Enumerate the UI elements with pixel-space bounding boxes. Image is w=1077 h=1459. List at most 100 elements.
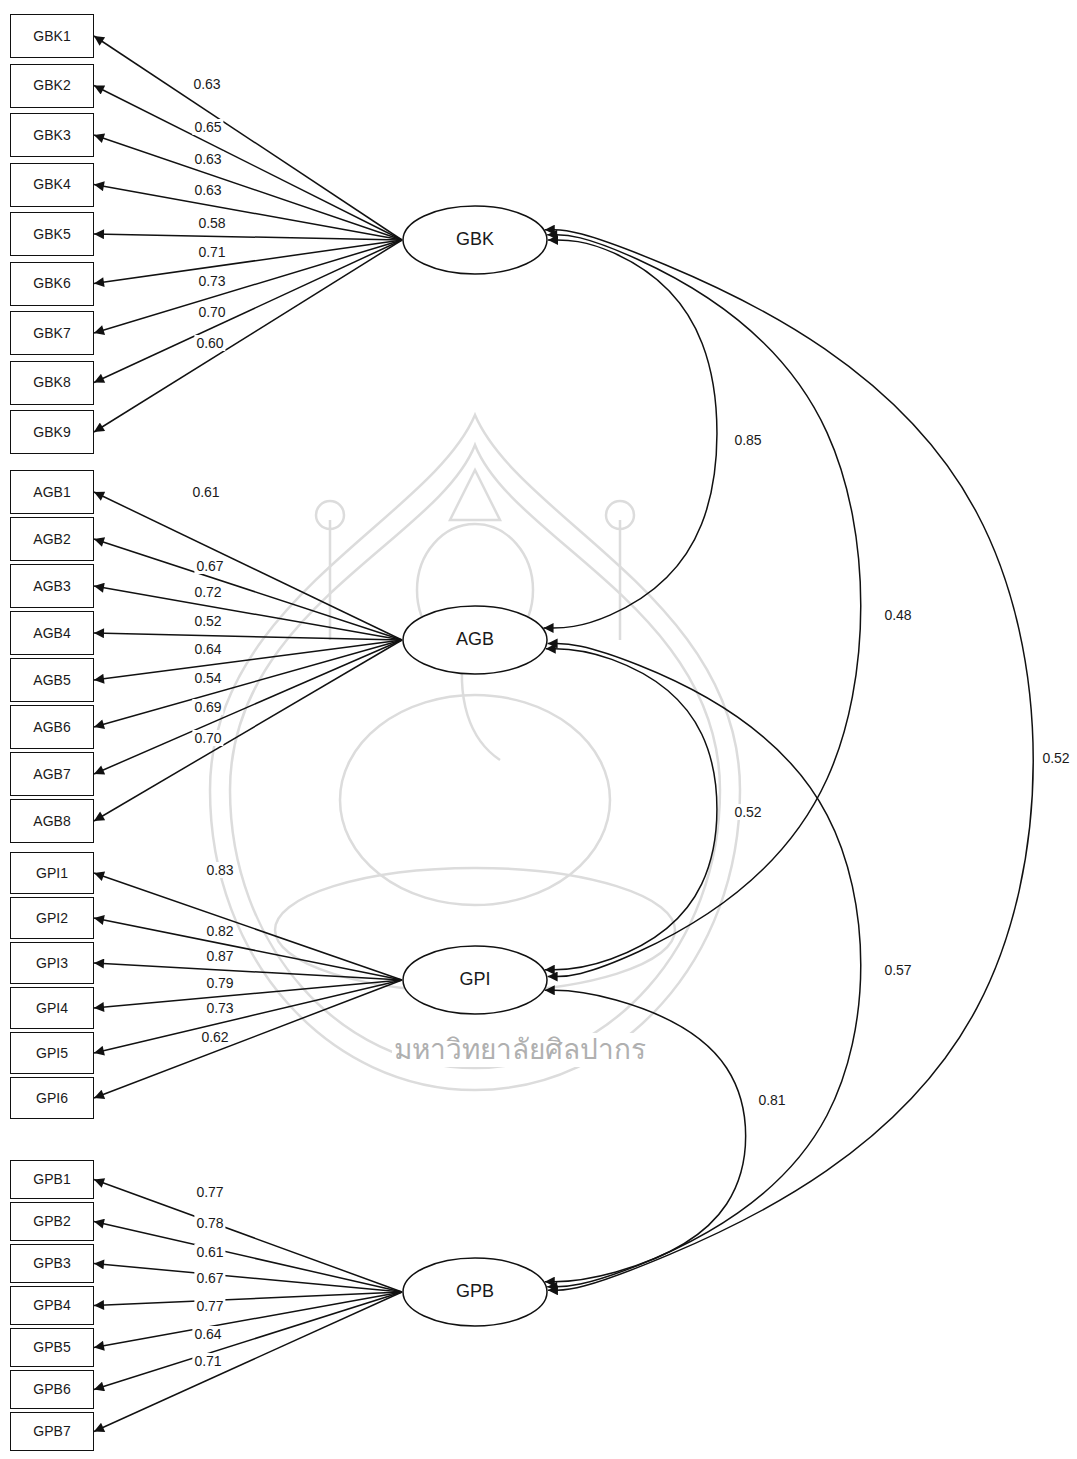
loading-arrow	[94, 640, 402, 774]
loading-arrow	[94, 240, 402, 383]
indicator-box: AGB1	[10, 470, 94, 514]
indicator-box: GBK2	[10, 64, 94, 108]
node-text: GBK1	[33, 28, 70, 45]
loading-value: 0.69	[192, 699, 223, 715]
indicator-box: GPB3	[10, 1244, 94, 1283]
teardrop-outline	[210, 415, 740, 1090]
loading-value: 0.72	[192, 584, 223, 600]
loading-value: 0.79	[204, 975, 235, 991]
node-text: GPB	[456, 1281, 494, 1303]
node-text: GPI1	[36, 865, 68, 882]
loading-value: 0.77	[194, 1184, 225, 1200]
indicator-box: GBK8	[10, 361, 94, 405]
loading-value: 0.54	[192, 670, 223, 686]
ellipse-shape	[403, 206, 547, 274]
loading-value: 0.67	[194, 1270, 225, 1286]
loading-value: 0.82	[204, 923, 235, 939]
indicator-box: GBK5	[10, 212, 94, 256]
correlation-value: 0.85	[732, 432, 763, 448]
indicator-box: GPB5	[10, 1328, 94, 1367]
loading-value: 0.78	[194, 1215, 225, 1231]
node-text: GPI5	[36, 1045, 68, 1062]
node-text: GPI	[459, 969, 490, 991]
loading-arrow	[94, 980, 402, 1098]
loading-arrow	[94, 918, 402, 980]
loading-value: 0.64	[192, 641, 223, 657]
indicator-box: GPI5	[10, 1032, 94, 1074]
correlation-value: 0.81	[756, 1092, 787, 1108]
latent-ellipse: GPI	[402, 945, 548, 1015]
loading-arrow	[94, 492, 402, 640]
node-text: AGB6	[33, 719, 70, 736]
indicator-box: AGB4	[10, 611, 94, 655]
node-text: GBK7	[33, 325, 70, 342]
loading-arrow	[94, 240, 402, 333]
loading-arrow	[94, 539, 402, 640]
correlation-arc	[545, 230, 1033, 1291]
ellipse-shape	[403, 1258, 547, 1326]
loading-arrow	[94, 36, 402, 240]
indicator-box: GPB2	[10, 1202, 94, 1241]
loading-arrow	[94, 640, 402, 727]
loading-value: 0.62	[199, 1029, 230, 1045]
correlation-arc	[547, 235, 861, 977]
indicator-box: AGB2	[10, 517, 94, 561]
loading-value: 0.70	[192, 730, 223, 746]
latent-ellipse: GBK	[402, 205, 548, 275]
loading-value: 0.64	[192, 1326, 223, 1342]
loading-arrow	[94, 240, 402, 432]
indicator-box: GBK3	[10, 113, 94, 157]
node-text: GPI2	[36, 910, 68, 927]
indicator-box: AGB6	[10, 705, 94, 749]
indicator-box: GPI2	[10, 897, 94, 939]
indicator-box: GBK9	[10, 410, 94, 454]
loading-arrow	[94, 633, 402, 640]
correlation-arc	[547, 643, 861, 1286]
loading-value: 0.61	[190, 484, 221, 500]
loading-arrow	[94, 185, 402, 241]
node-text: AGB	[456, 629, 494, 651]
indicator-box: AGB7	[10, 752, 94, 796]
loading-value: 0.61	[194, 1244, 225, 1260]
loading-arrow	[94, 873, 402, 980]
node-text: GPI3	[36, 955, 68, 972]
ellipse-shape	[403, 606, 547, 674]
node-text: AGB7	[33, 766, 70, 783]
loading-value: 0.52	[192, 613, 223, 629]
indicator-box: GPI4	[10, 987, 94, 1029]
node-text: GBK9	[33, 424, 70, 441]
loading-value: 0.67	[194, 558, 225, 574]
seat-shape	[275, 868, 675, 992]
indicator-box: GBK1	[10, 14, 94, 58]
node-text: GPB6	[33, 1381, 70, 1398]
loading-arrow	[94, 234, 402, 240]
node-text: GBK5	[33, 226, 70, 243]
indicator-box: GPB6	[10, 1370, 94, 1409]
loading-value: 0.87	[204, 948, 235, 964]
loading-arrow	[94, 1292, 402, 1306]
loading-value: 0.63	[192, 151, 223, 167]
hand-item-top	[606, 501, 634, 529]
correlation-value: 0.52	[732, 804, 763, 820]
loading-value: 0.60	[194, 335, 225, 351]
indicator-box: AGB5	[10, 658, 94, 702]
node-text: GPB1	[33, 1171, 70, 1188]
latent-ellipse: GPB	[402, 1257, 548, 1327]
indicator-box: GPI6	[10, 1077, 94, 1119]
loading-arrow	[94, 586, 402, 640]
loading-value: 0.71	[192, 1353, 223, 1369]
loading-arrow	[94, 1222, 402, 1293]
correlation-arc	[544, 240, 717, 628]
indicator-box: GPI3	[10, 942, 94, 984]
loading-value: 0.71	[196, 244, 227, 260]
loading-arrow	[94, 980, 402, 1008]
node-text: AGB5	[33, 672, 70, 689]
node-text: AGB4	[33, 625, 70, 642]
indicator-box: AGB8	[10, 799, 94, 843]
indicator-box: GPI1	[10, 852, 94, 894]
loading-value: 0.70	[196, 304, 227, 320]
watermark-text: มหาวิทยาลัยศิลปากร	[392, 1033, 648, 1067]
emblem-outline	[210, 415, 740, 1090]
